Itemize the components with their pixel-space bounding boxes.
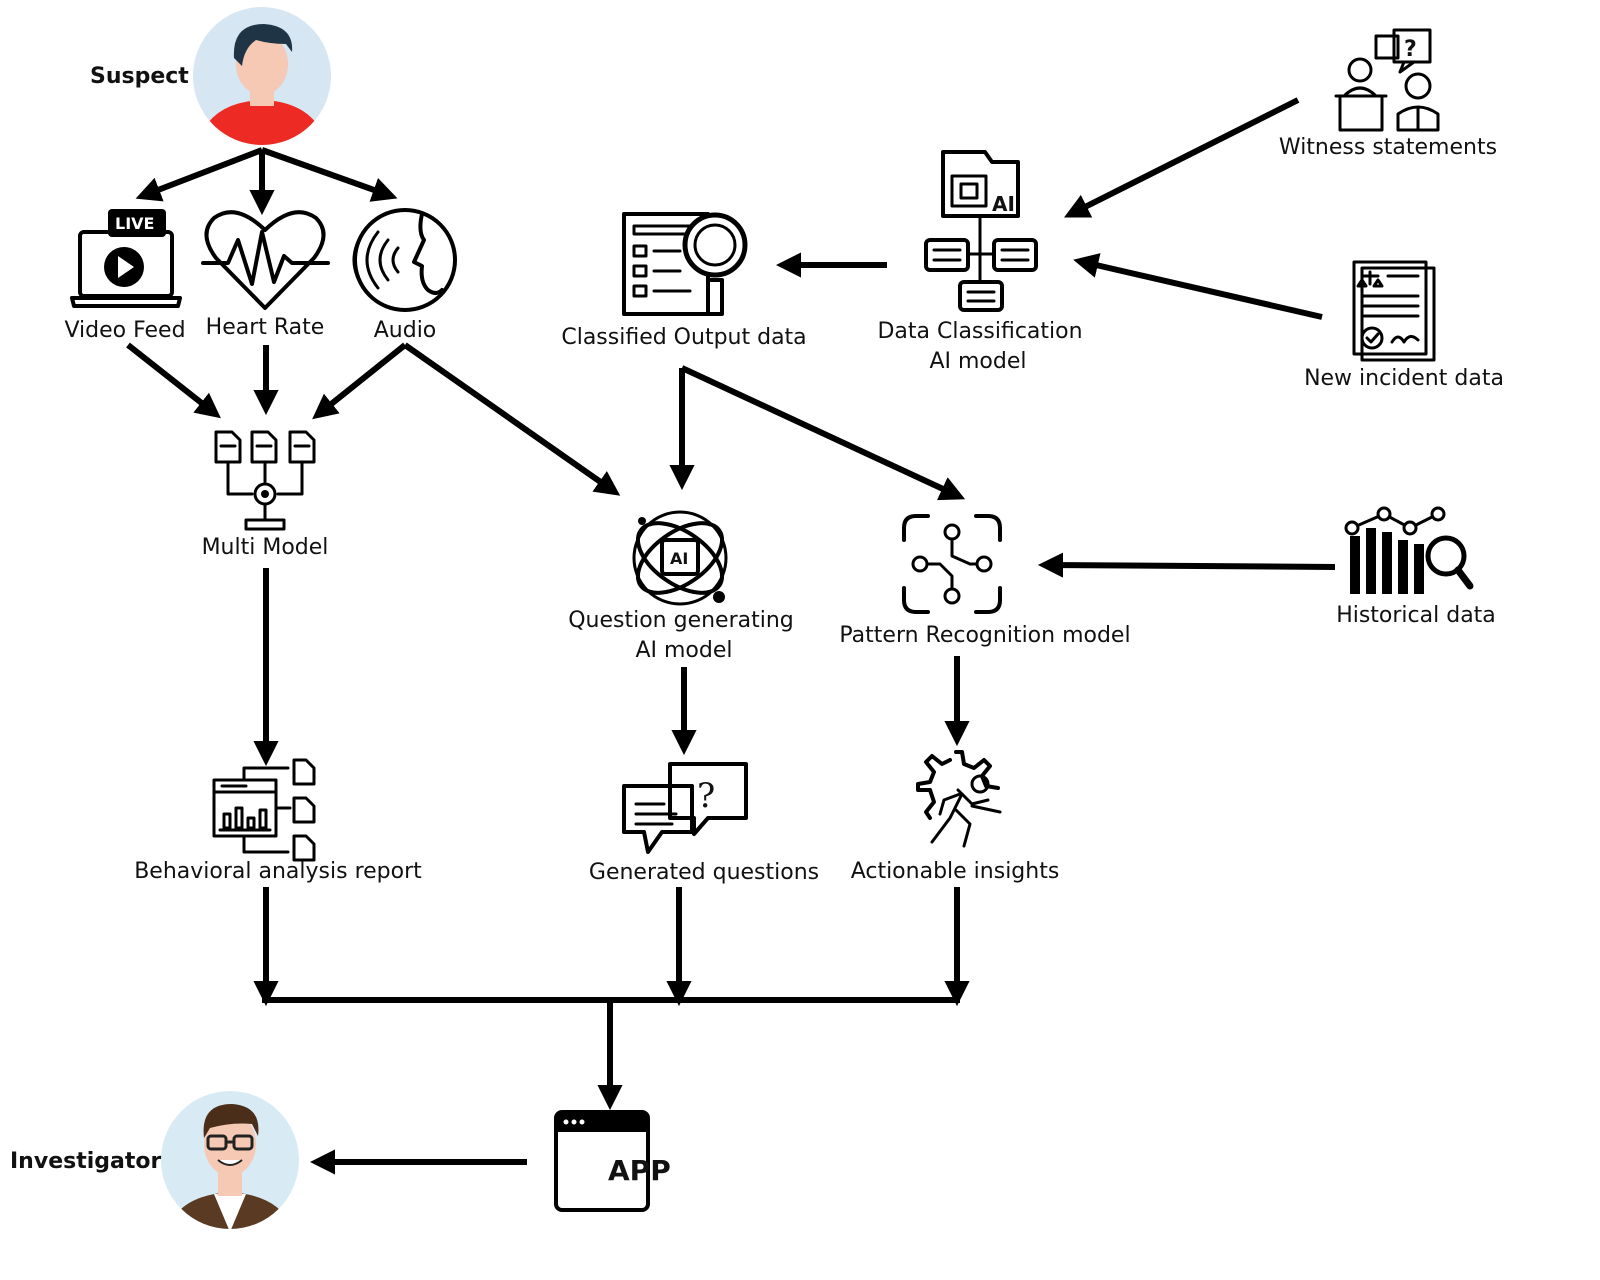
suspect-node: Suspect [90,7,331,145]
document-search-icon [622,212,748,316]
heart-rate-node: Heart Rate [201,210,330,340]
classified-output-node: Classified Output data [561,212,807,350]
suspect-avatar-icon [193,7,331,145]
audio-label: Audio [374,318,437,343]
edge-video-multi [126,342,221,419]
app-node: APP [554,1110,671,1212]
edge-history-pattern [1037,552,1336,578]
question-ai-label-line1: Question generating [568,608,794,633]
heart-rate-label: Heart Rate [206,315,325,340]
data-classification-ai-text: AI [992,192,1015,216]
witness-statements-node: ? Witness statements [1279,28,1497,160]
app-window-icon [554,1110,650,1212]
question-chat-icon: ? [622,762,748,854]
heart-rate-icon [201,210,330,310]
pattern-recognition-node: Pattern Recognition model [839,514,1131,648]
live-badge: LIVE [115,214,154,233]
multi-model-node: Multi Model [202,430,329,560]
question-ai-text: AI [670,549,688,568]
edge-suspect-video [135,147,264,202]
data-classification-label-line2: AI model [929,349,1026,374]
question-ai-label-line2: AI model [635,638,732,663]
witness-statements-label: Witness statements [1279,135,1497,160]
investigator-label: Investigator [10,1149,161,1174]
speaking-face-icon [352,208,457,312]
actionable-insights-label: Actionable insights [851,859,1060,884]
classified-output-label: Classified Output data [561,325,806,350]
edge-audio-question [403,342,621,496]
analytics-report-icon [212,758,316,862]
video-feed-label: Video Feed [64,318,185,343]
edge-incident-classifier [1073,253,1323,320]
live-video-icon: LIVE [70,209,182,308]
suspect-label: Suspect [90,64,189,89]
generated-questions-label: Generated questions [589,860,819,885]
behavioral-report-label: Behavioral analysis report [134,859,422,884]
new-incident-label: New incident data [1304,366,1504,391]
generated-question-mark: ? [697,776,715,816]
historical-chart-icon [1344,506,1474,594]
actionable-insights-node: Actionable insights [851,750,1060,884]
generated-questions-node: ? Generated questions [589,762,819,885]
video-feed-node: LIVE Video Feed [64,209,186,343]
historical-data-label: Historical data [1336,603,1496,628]
legal-document-icon [1352,260,1436,362]
pattern-recognition-label: Pattern Recognition model [839,623,1130,648]
witness-question-mark: ? [1404,37,1417,62]
data-classification-node: AI Data Classification AI model [877,150,1083,374]
ai-folder-icon: AI [924,150,1038,312]
audio-node: Audio [352,208,457,343]
ai-atom-icon: AI [632,510,728,606]
neural-circuit-icon [902,514,1002,614]
edges [126,97,1336,1175]
multi-model-icon [214,430,316,531]
edge-witness-classifier [1063,97,1300,218]
edge-output-pattern [680,365,966,501]
investigator-avatar-icon [161,1091,299,1229]
edge-audio-multi [312,342,407,420]
investigator-node: Investigator [10,1091,299,1229]
witness-icon: ? [1334,28,1440,132]
new-incident-node: New incident data [1304,260,1504,391]
multi-model-label: Multi Model [202,535,329,560]
app-label: APP [608,1154,671,1187]
gear-runner-icon [916,750,1002,848]
edge-suspect-audio [260,147,398,202]
question-ai-node: AI Question generating AI model [568,510,794,663]
behavioral-report-node: Behavioral analysis report [134,758,422,884]
historical-data-node: Historical data [1336,506,1496,628]
data-classification-label-line1: Data Classification [877,319,1082,344]
